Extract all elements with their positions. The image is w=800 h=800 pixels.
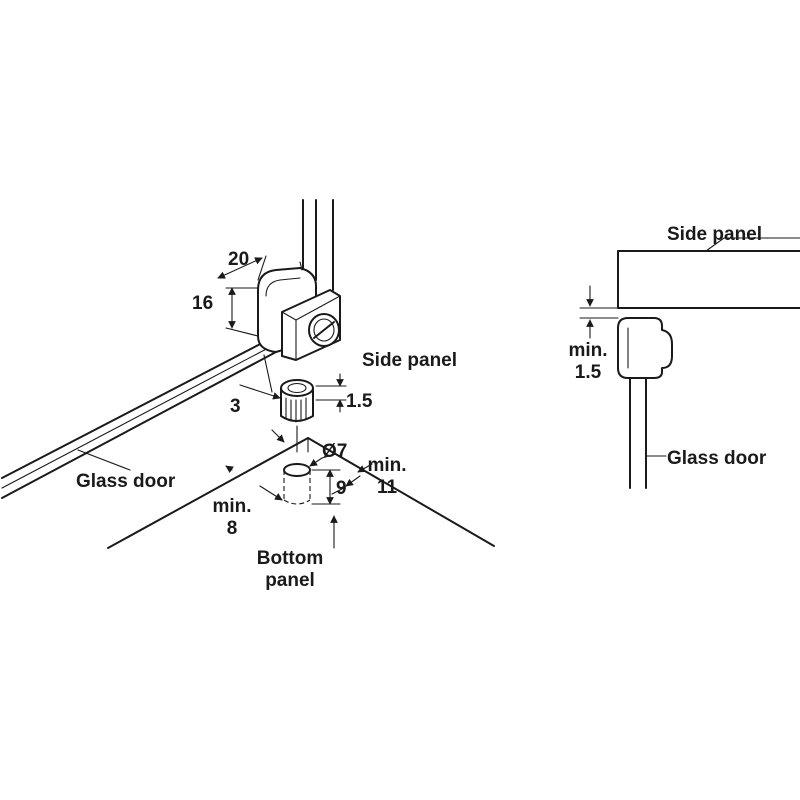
label-min-1-5-line1: min. xyxy=(568,340,608,361)
label-dim-phi7: Ø7 xyxy=(322,441,348,462)
dim-3 xyxy=(239,354,281,400)
leader-side-panel-right xyxy=(705,237,800,252)
label-side-panel-left: Side panel xyxy=(362,350,458,371)
label-min-11-line2: 11 xyxy=(376,477,398,498)
label-min-8: min. 8 xyxy=(206,496,258,540)
hinge-section xyxy=(617,317,673,379)
label-min-1-5: min. 1.5 xyxy=(558,340,618,384)
drill-hole xyxy=(283,463,311,505)
leader-glass-door-left xyxy=(77,449,131,471)
glass-door-left xyxy=(1,339,277,499)
bushing xyxy=(280,379,314,423)
label-min-1-5-line2: 1.5 xyxy=(574,362,602,383)
dim-min-11 xyxy=(331,463,373,495)
label-bottom-panel-line1: Bottom xyxy=(256,548,324,569)
side-panel-left xyxy=(302,199,334,291)
label-dim-20: 20 xyxy=(228,249,250,270)
label-dim-3: 3 xyxy=(230,396,241,417)
label-glass-door-right: Glass door xyxy=(667,448,767,469)
label-bottom-panel: Bottom panel xyxy=(240,548,340,592)
label-dim-16: 16 xyxy=(192,293,214,314)
label-min-11-line1: min. xyxy=(367,455,407,476)
dim-1-5 xyxy=(315,373,347,413)
label-bottom-panel-line2: panel xyxy=(265,570,315,591)
dim-9 xyxy=(311,469,341,505)
dim-phi7 xyxy=(271,429,337,467)
label-min-8-line1: min. xyxy=(212,496,252,517)
perspective-view xyxy=(1,199,495,549)
label-min-11: min. 11 xyxy=(362,455,412,499)
label-min-8-line2: 8 xyxy=(226,518,238,539)
label-glass-door-left: Glass door xyxy=(76,471,176,492)
dim-16 xyxy=(225,287,259,337)
side-panel-right xyxy=(617,250,800,309)
label-side-panel-right: Side panel xyxy=(667,224,763,245)
dim-min-8 xyxy=(225,465,283,501)
section-view xyxy=(579,237,800,489)
glass-door-right xyxy=(629,377,647,489)
label-dim-1-5: 1.5 xyxy=(346,391,373,412)
dim-20 xyxy=(217,255,303,281)
label-dim-9: 9 xyxy=(336,478,347,499)
bottom-panel xyxy=(107,437,495,549)
screw xyxy=(308,313,340,347)
